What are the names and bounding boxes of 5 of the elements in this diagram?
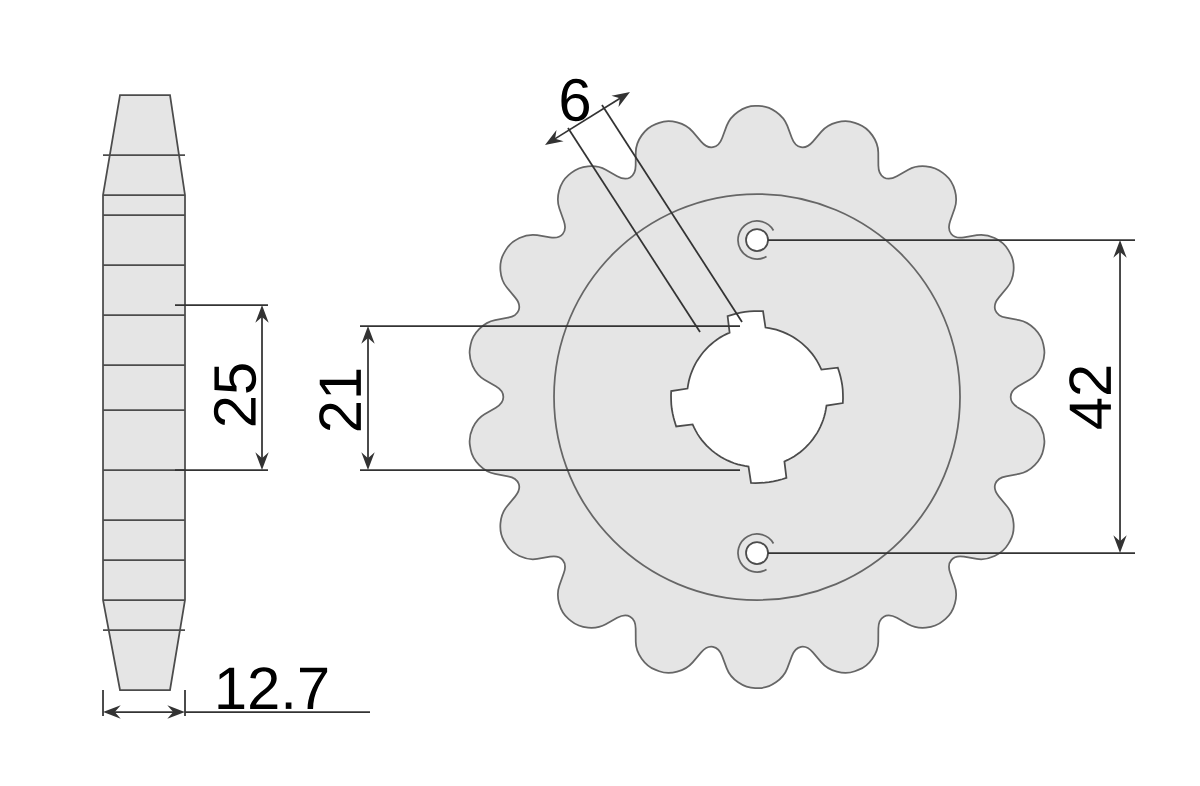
dimension-label: 6 [561, 78, 589, 122]
dimension-label: 42 [1069, 366, 1111, 429]
dimension-label: 21 [319, 369, 361, 431]
dimension-label: 12.7 [218, 667, 328, 709]
dimension-label: 25 [213, 364, 257, 426]
